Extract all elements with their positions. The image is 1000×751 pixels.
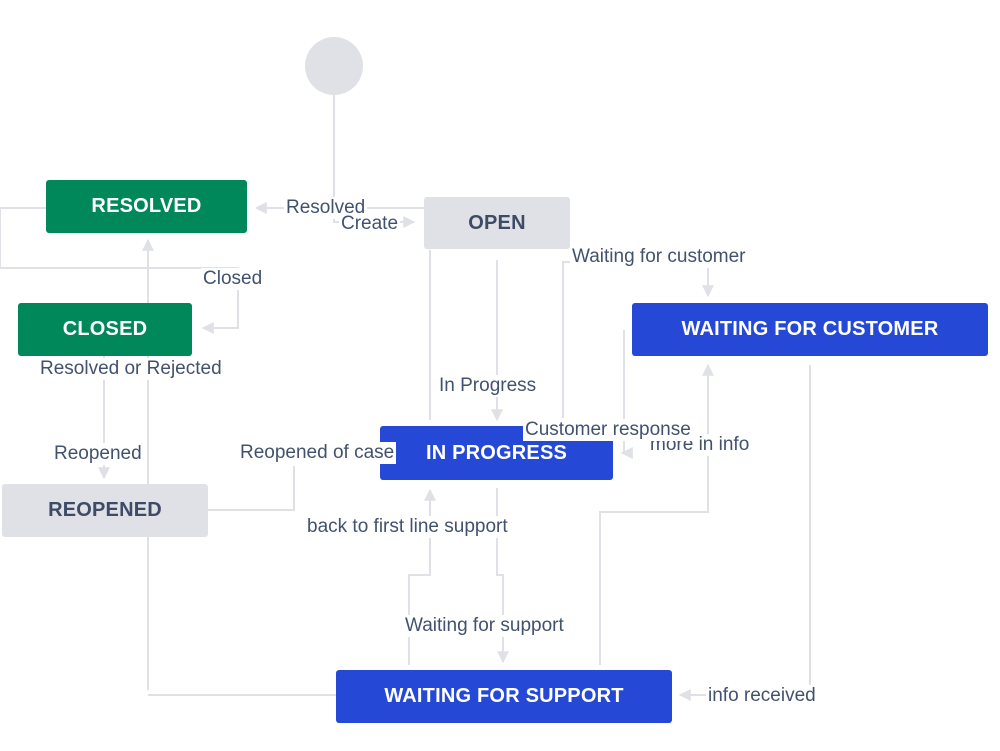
- label-waiting-for-customer[interactable]: Waiting for customer: [570, 246, 748, 268]
- label-waiting-for-support[interactable]: Waiting for support: [403, 615, 566, 637]
- label-in-progress[interactable]: In Progress: [437, 375, 539, 397]
- label-closed[interactable]: Closed: [201, 268, 265, 290]
- status-reopened[interactable]: REOPENED: [2, 484, 208, 537]
- label-reopened[interactable]: Reopened: [52, 443, 144, 465]
- status-closed[interactable]: CLOSED: [18, 303, 192, 356]
- status-waiting-for-customer[interactable]: WAITING FOR CUSTOMER: [632, 303, 988, 356]
- status-in-progress[interactable]: IN PROGRESS: [380, 426, 613, 480]
- edge-resolved-loop: [0, 207, 239, 334]
- start-node: [305, 37, 363, 95]
- label-back-to-first-line-support[interactable]: back to first line support: [305, 516, 510, 538]
- edge-customer-response: [620, 330, 633, 459]
- status-waiting-for-support[interactable]: WAITING FOR SUPPORT: [336, 670, 672, 723]
- edge-more-info: [599, 363, 714, 665]
- label-info-received[interactable]: info received: [706, 685, 818, 707]
- edge-info-received: [678, 365, 811, 701]
- status-open[interactable]: OPEN: [424, 197, 570, 249]
- edge-reopened-case: [208, 466, 295, 511]
- label-customer-response[interactable]: Customer response: [523, 419, 693, 441]
- label-reopened-of-case[interactable]: Reopened of case: [238, 442, 397, 464]
- status-resolved[interactable]: RESOLVED: [46, 180, 247, 233]
- label-create[interactable]: Create: [339, 213, 401, 235]
- label-resolved-or-rejected[interactable]: Resolved or Rejected: [38, 358, 224, 380]
